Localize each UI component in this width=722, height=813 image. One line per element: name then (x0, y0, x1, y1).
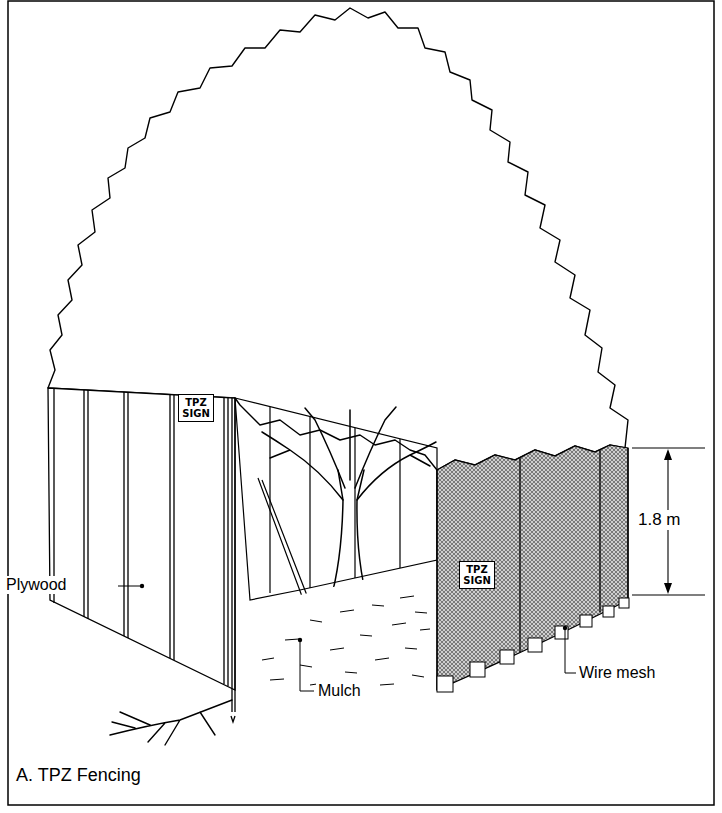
leader-lines (118, 586, 576, 691)
dimension-line (632, 448, 705, 595)
part-label: Mulch (316, 682, 363, 700)
leader-dots (140, 584, 567, 642)
sign-text: TPZ SIGN (463, 564, 491, 586)
wire-mesh-fence (437, 445, 629, 692)
sign-box: TPZ SIGN (459, 561, 495, 589)
sign-box: TPZ SIGN (178, 394, 214, 422)
part-label: Plywood (4, 576, 68, 594)
part-label: Wire mesh (577, 664, 657, 682)
frame (8, 1, 714, 805)
figure-caption: A. TPZ Fencing (14, 765, 143, 786)
sign-text: TPZ SIGN (182, 397, 210, 419)
plywood-fence (48, 388, 235, 722)
fallen-branch (110, 700, 232, 745)
dimension-label: 1.8 m (636, 510, 683, 530)
mulch (232, 562, 437, 696)
